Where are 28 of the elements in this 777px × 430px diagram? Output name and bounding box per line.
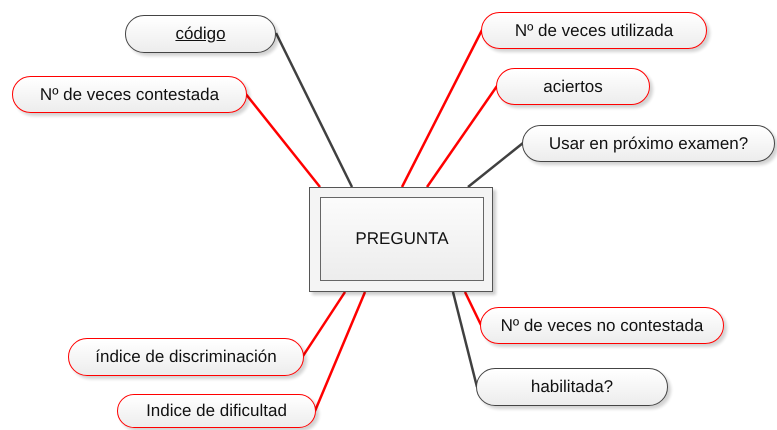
connector-line xyxy=(426,85,498,188)
connector-line xyxy=(467,142,524,188)
attribute-pill xyxy=(481,12,707,49)
attribute-pill xyxy=(68,338,304,376)
attribute-pill xyxy=(12,76,247,113)
attribute-label: Nº de veces no contestada xyxy=(500,316,704,336)
attribute-label: índice de discriminación xyxy=(95,347,277,367)
connector-line xyxy=(464,291,482,326)
connector-line xyxy=(302,291,346,357)
attribute-pill xyxy=(480,307,724,344)
attribute-pill xyxy=(117,394,316,428)
connector-line xyxy=(274,32,354,188)
connector-line xyxy=(314,292,366,412)
entity-label: PREGUNTA xyxy=(320,197,484,281)
attribute-label: Nº de veces utilizada xyxy=(514,20,674,40)
attribute-label: Nº de veces contestada xyxy=(40,84,220,104)
attribute-pill xyxy=(476,368,668,406)
attribute-label: Usar en próximo examen? xyxy=(548,134,748,154)
attribute-label: habilitada? xyxy=(530,377,614,397)
attribute-label: aciertos xyxy=(543,76,603,96)
attribute-pill xyxy=(496,68,650,105)
attribute-pill xyxy=(522,125,775,162)
attribute-label: Indice de dificultad xyxy=(146,401,287,421)
connector-line xyxy=(400,29,484,188)
attribute-pill xyxy=(125,15,276,53)
entity-box xyxy=(309,187,493,292)
attribute-label: código xyxy=(175,24,226,44)
connector-line xyxy=(452,292,478,388)
